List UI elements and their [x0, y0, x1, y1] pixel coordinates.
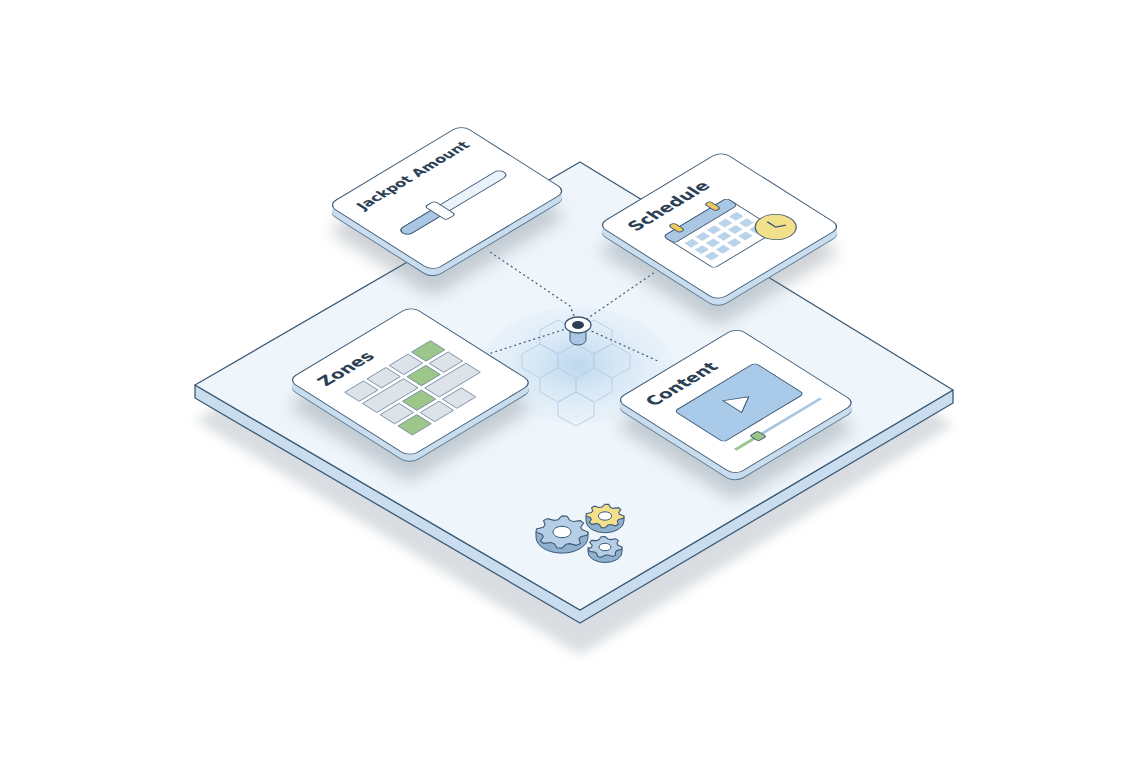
hub-dot [572, 321, 584, 329]
hex-grid [522, 320, 630, 426]
platform-top [195, 162, 953, 610]
hub-ring [565, 317, 591, 333]
gears-icon [536, 504, 624, 562]
dotted-link [485, 252, 660, 362]
